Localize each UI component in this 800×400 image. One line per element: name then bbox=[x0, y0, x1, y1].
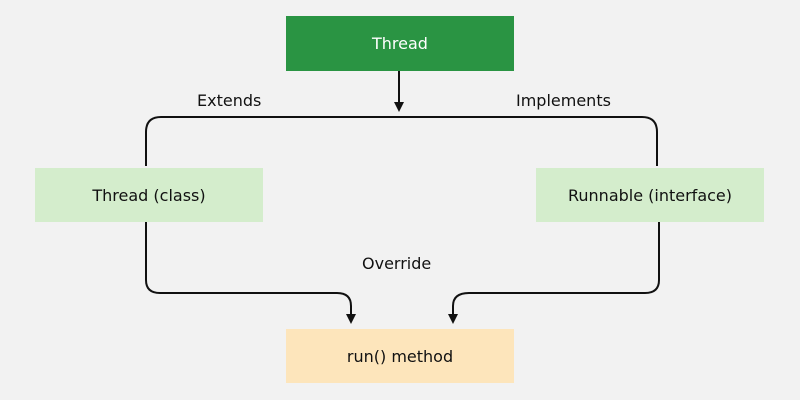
split-bracket-line bbox=[145, 116, 658, 166]
run-method-node: run() method bbox=[286, 329, 514, 383]
thread-class-node: Thread (class) bbox=[35, 168, 263, 222]
runnable-interface-node: Runnable (interface) bbox=[536, 168, 764, 222]
thread-class-label: Thread (class) bbox=[92, 185, 206, 205]
thread-root-label: Thread bbox=[372, 34, 428, 53]
implements-label: Implements bbox=[516, 91, 611, 110]
run-method-label: run() method bbox=[346, 346, 454, 366]
left-to-run-arrow bbox=[145, 222, 356, 324]
thread-root-node: Thread bbox=[286, 16, 514, 71]
override-label: Override bbox=[362, 254, 432, 273]
right-to-run-arrow bbox=[448, 222, 660, 324]
extends-label: Extends bbox=[197, 91, 262, 110]
runnable-interface-label: Runnable (interface) bbox=[568, 185, 732, 205]
